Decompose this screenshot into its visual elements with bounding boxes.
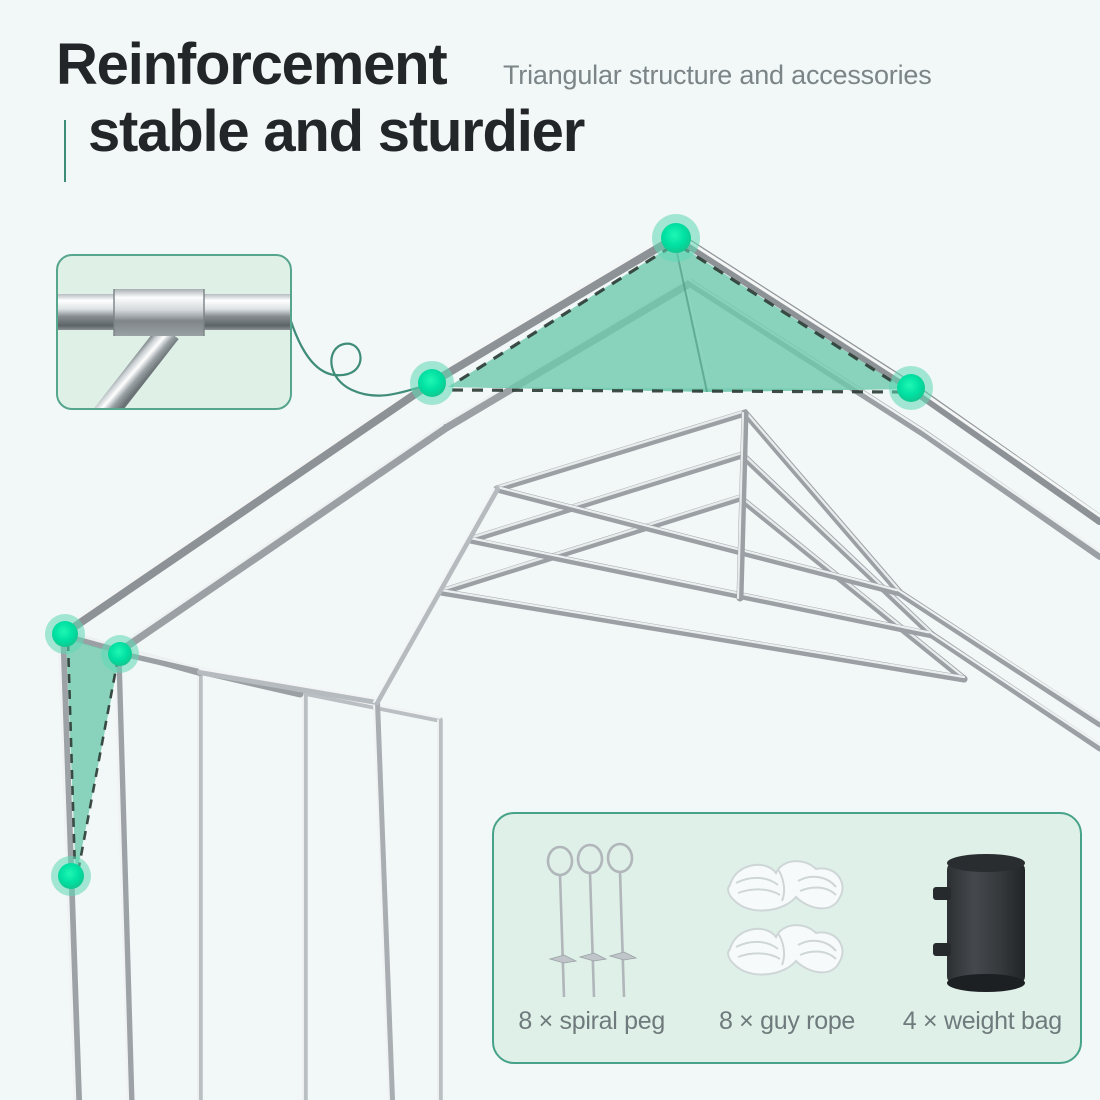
guy-rope-art <box>689 839 884 1007</box>
pipe-joint-connector-icon <box>58 289 290 408</box>
weight-bag-art <box>885 839 1080 1007</box>
page-subtitle: Triangular structure and accessories <box>503 60 932 90</box>
left-corner-gusset-panel <box>66 638 120 878</box>
weight-bag-icon <box>933 854 1026 992</box>
roof-truss-inner <box>437 408 968 683</box>
accessories-panel: 8 × spiral peg <box>492 812 1082 1064</box>
accessory-label-weight-bag: 4 × weight bag <box>902 1007 1062 1035</box>
accessory-label-spiral-peg: 8 × spiral peg <box>518 1007 665 1035</box>
rear-wall-frame <box>197 669 443 1100</box>
joint-nodes <box>45 214 933 896</box>
joint-node-left-eave <box>410 361 454 405</box>
gable-left-slope <box>57 230 694 656</box>
spiral-peg-icon <box>546 842 637 998</box>
header: Reinforcement Triangular structure and a… <box>0 0 1100 200</box>
accessory-label-guy-rope: 8 × guy rope <box>718 1007 856 1035</box>
page-title-line-1: Reinforcement <box>56 32 448 97</box>
page-title-line-2: stable and sturdier <box>88 99 585 164</box>
apex-gusset-panels <box>448 243 905 394</box>
joint-node-left-top-corner <box>45 614 85 654</box>
front-leg-posts <box>57 630 395 1100</box>
callout-curve <box>286 311 425 397</box>
pipe-joint-detail-box <box>56 254 292 410</box>
accessory-item-spiral-peg: 8 × spiral peg <box>494 814 689 1062</box>
joint-node-right-eave <box>889 366 933 410</box>
joint-node-left-eave-inner <box>101 635 139 673</box>
accessory-item-guy-rope: 8 × guy rope <box>689 814 884 1062</box>
title-accent-bar <box>64 120 66 182</box>
joint-node-left-base <box>51 856 91 896</box>
guy-rope-icon <box>727 860 844 976</box>
spiral-peg-art <box>494 839 689 1007</box>
front-header-beam <box>197 486 500 705</box>
joint-node-apex <box>652 214 700 262</box>
accessory-item-weight-bag: 4 × weight bag <box>885 814 1080 1062</box>
